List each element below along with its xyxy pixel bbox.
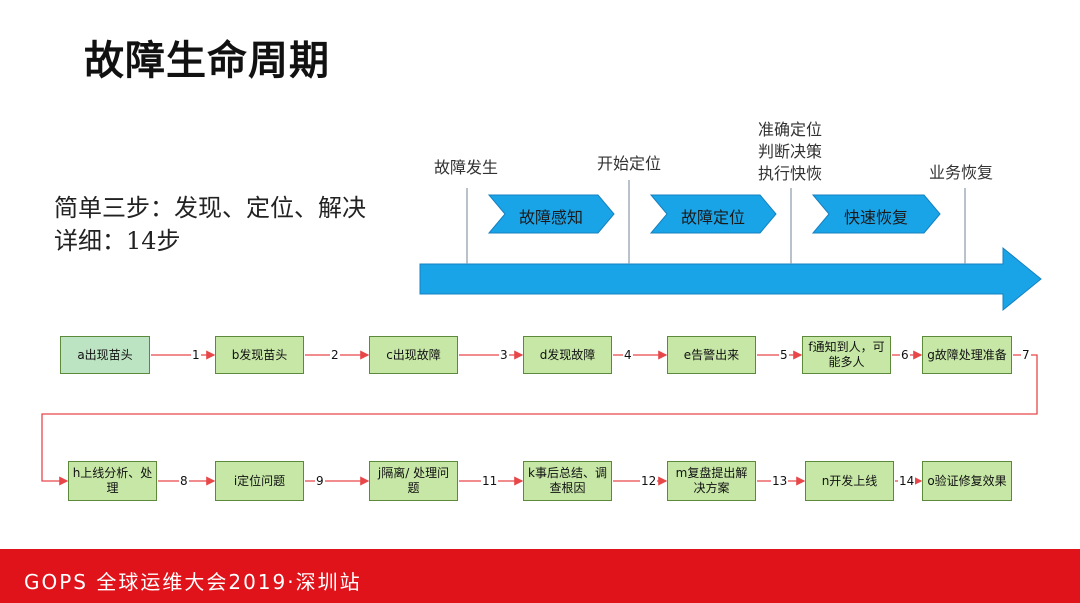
step-box-a: a出现苗头 bbox=[60, 336, 150, 374]
connector-label-1: 1 bbox=[191, 348, 201, 362]
step-box-o: o验证修复效果 bbox=[922, 461, 1012, 501]
connector-label-9: 9 bbox=[315, 474, 325, 488]
connector-label-14: 14 bbox=[898, 474, 916, 488]
step-box-k: k事后总结、调查根因 bbox=[523, 461, 612, 501]
phase-chevron-3 bbox=[811, 194, 941, 234]
footer-bar bbox=[0, 549, 1080, 603]
connector-label-6: 6 bbox=[900, 348, 910, 362]
milestone-start-locate: 开始定位 bbox=[597, 154, 662, 173]
connector-label-8: 8 bbox=[179, 474, 189, 488]
summary-line-2: 详细：14步 bbox=[54, 227, 181, 255]
flow-arrow-7 bbox=[41, 354, 1038, 486]
connector-label-11: 11 bbox=[481, 474, 499, 488]
milestone-execute-recover: 执行快恢 bbox=[757, 164, 822, 183]
connector-label-2: 2 bbox=[330, 348, 340, 362]
step-box-n: n开发上线 bbox=[805, 461, 894, 501]
step-box-i: i定位问题 bbox=[215, 461, 304, 501]
connector-label-13: 13 bbox=[771, 474, 789, 488]
phase-label-locate: 故障定位 bbox=[681, 208, 746, 227]
step-box-e: e告警出来 bbox=[667, 336, 756, 374]
milestone-decision: 准确定位 判断决策 执行快恢 bbox=[752, 119, 828, 185]
step-box-c: c出现故障 bbox=[369, 336, 458, 374]
step-box-f: f通知到人，可能多人 bbox=[802, 336, 891, 374]
timeline-arrow bbox=[419, 246, 1042, 312]
step-box-d: d发现故障 bbox=[523, 336, 612, 374]
summary-text: 简单三步：发现、定位、解决 详细：14步 bbox=[54, 192, 366, 258]
page-title: 故障生命周期 bbox=[84, 38, 330, 84]
connector-label-5: 5 bbox=[779, 348, 789, 362]
step-box-h: h上线分析、处理 bbox=[68, 461, 157, 501]
step-box-j: j隔离/ 处理问题 bbox=[369, 461, 458, 501]
summary-line-1: 简单三步：发现、定位、解决 bbox=[54, 194, 366, 222]
footer-text: GOPS 全球运维大会2019·深圳站 bbox=[24, 570, 362, 594]
connector-label-3: 3 bbox=[499, 348, 509, 362]
step-box-b: b发现苗头 bbox=[215, 336, 304, 374]
phase-label-perceive: 故障感知 bbox=[519, 208, 584, 227]
phase-chevron-2 bbox=[649, 194, 777, 234]
phase-chevron-1 bbox=[487, 194, 615, 234]
milestone-fault-occurs: 故障发生 bbox=[434, 158, 499, 177]
step-box-g: g故障处理准备 bbox=[922, 336, 1012, 374]
step-box-m: m复盘提出解决方案 bbox=[667, 461, 756, 501]
phase-label-recover: 快速恢复 bbox=[844, 208, 909, 227]
milestone-service-restored: 业务恢复 bbox=[929, 163, 994, 182]
connector-label-12: 12 bbox=[640, 474, 658, 488]
milestone-accurate-locate: 准确定位 bbox=[757, 120, 822, 139]
connector-label-7: 7 bbox=[1021, 348, 1031, 362]
milestone-judge-decide: 判断决策 bbox=[757, 142, 822, 161]
connector-label-4: 4 bbox=[623, 348, 633, 362]
